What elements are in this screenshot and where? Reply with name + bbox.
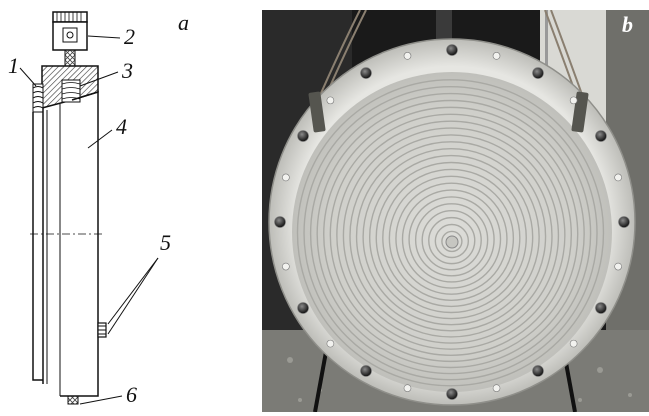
bolt [569,339,578,348]
bolt [492,384,501,392]
bolt [360,67,372,79]
bolt [532,365,544,377]
bolt [618,216,630,228]
callout-5: 5 [160,230,171,255]
tube-outer-left [32,112,43,381]
panel-b-letter: b [622,12,633,37]
callout-4: 4 [116,114,127,139]
leader-6 [79,395,123,405]
bolt [297,302,309,314]
panel-a-drawing [19,11,159,405]
bracket-left [308,91,326,133]
panel-b-photo [262,10,649,412]
screw-stem [64,49,76,67]
leader-2 [87,35,121,39]
callout-6: 6 [126,382,137,407]
bolt [282,173,290,182]
bolt [297,130,309,142]
tube-right [60,90,99,397]
leader-5b [107,257,159,335]
connector-pin [66,31,74,39]
callout-2: 2 [124,24,135,49]
bolt [595,302,607,314]
leader-1 [19,67,37,87]
bolt [595,130,607,142]
leader-5a [107,257,159,325]
leader-3 [79,71,119,87]
bolt [532,67,544,79]
bolt [403,52,412,60]
concentric-grooves [296,79,605,387]
panel-a-letter: a [178,10,189,35]
bolt [614,262,622,271]
center-hub [445,235,459,249]
connector-inner [62,27,78,43]
bolt [492,52,501,60]
bolt [282,262,290,271]
cap-knurl [52,11,88,23]
bolt [614,173,622,182]
flange-bolts [274,44,630,400]
bolt [403,384,412,392]
bolt [569,96,578,105]
bolt [446,44,458,56]
bolt [360,365,372,377]
leader-4 [87,129,113,149]
thread-left [32,83,44,113]
bolt [326,96,335,105]
bolt [326,339,335,348]
bolt [446,388,458,400]
inner-bore [61,79,81,103]
callout-3: 3 [122,58,133,83]
callout-1: 1 [8,53,19,78]
bottom-fitting [67,395,79,405]
bolt [274,216,286,228]
